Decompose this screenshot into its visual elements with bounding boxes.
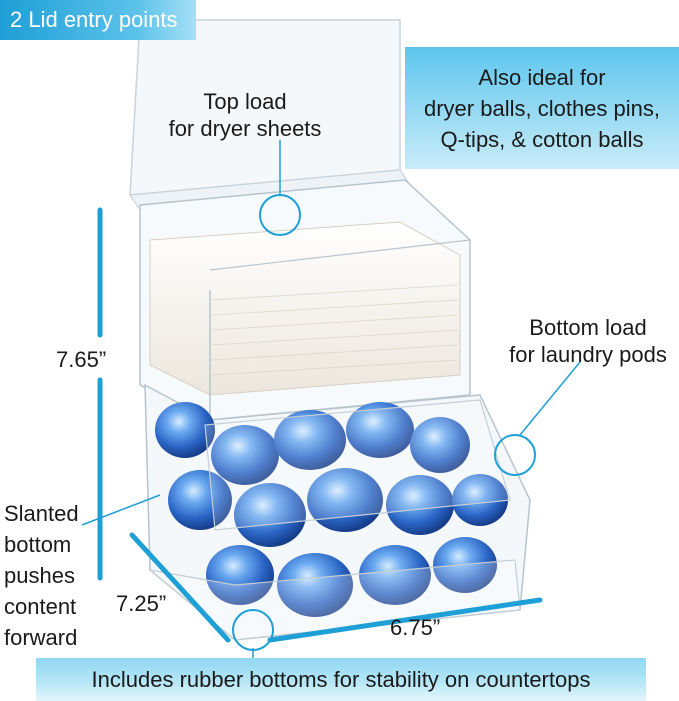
also-ideal-banner: Also ideal for dryer balls, clothes pins… [405,47,679,169]
rubber-bottoms-banner: Includes rubber bottoms for stability on… [36,658,646,701]
slanted-bottom-label: Slanted bottom pushes content forward [4,501,79,650]
circle-marker-icon [232,609,274,651]
lid-entry-banner: 2 Lid entry points [0,0,196,40]
width-dimension-label: 6.75” [390,615,441,640]
bottom-load-label: Bottom load for laundry pods [509,315,667,367]
also-ideal-text: Also ideal for dryer balls, clothes pins… [424,64,660,152]
top-load-label: Top load for dryer sheets [168,89,322,141]
dryer-sheets [149,221,461,396]
depth-dimension-label: 7.25” [116,591,167,616]
width-dimension-line [267,597,543,643]
depth-dimension-line [129,532,231,643]
circle-marker-icon [259,194,301,236]
circle-marker-icon [494,434,536,476]
laundry-pods [155,402,508,617]
height-dimension-label: 7.65” [56,347,107,372]
